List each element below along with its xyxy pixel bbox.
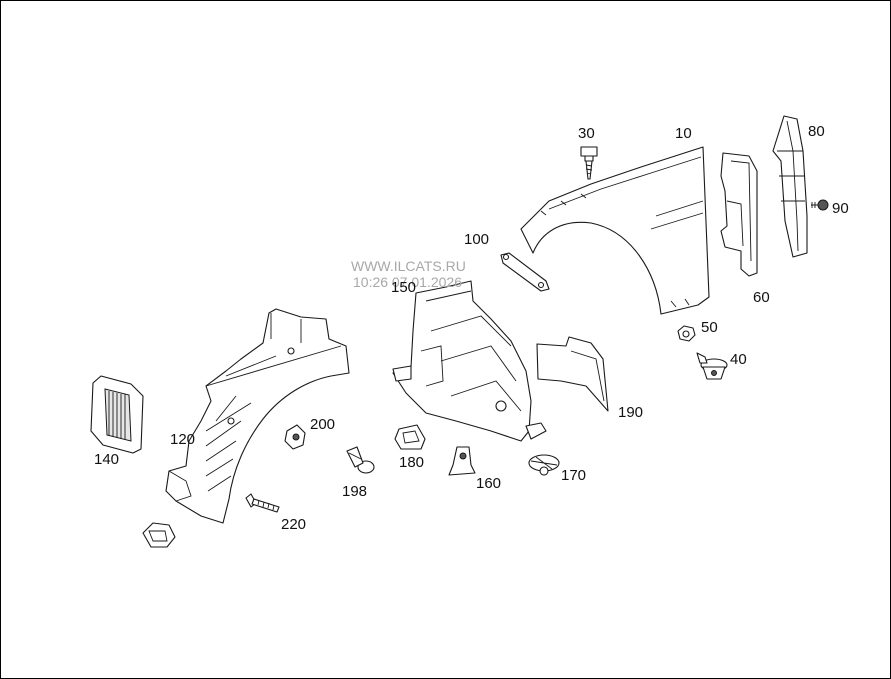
callout-90[interactable]: 90 [832,200,849,217]
watermark-timestamp: 10:26 07.01.2026 [353,274,462,290]
part-170-clip[interactable] [528,454,560,476]
part-150-liner[interactable] [392,280,547,442]
part-190-insulation[interactable] [536,336,609,412]
part-160-clip[interactable] [448,446,476,476]
part-50-nut[interactable] [677,325,696,342]
callout-200[interactable]: 200 [310,416,336,433]
part-60-seal[interactable] [720,152,758,277]
callout-140[interactable]: 140 [94,451,120,468]
part-120-liner[interactable] [165,308,350,524]
callout-220[interactable]: 220 [281,516,307,533]
part-220-screw[interactable] [245,493,280,513]
part-40-clip[interactable] [696,352,728,380]
liner-clip[interactable] [142,522,176,548]
callout-198[interactable]: 198 [342,483,368,500]
part-10-fender[interactable] [520,146,710,315]
part-80-strip[interactable] [772,115,808,258]
part-180-clip[interactable] [394,424,426,450]
part-90-screw[interactable] [811,199,829,211]
callout-30[interactable]: 30 [578,125,595,142]
part-30-bolt[interactable] [580,146,598,180]
callout-170[interactable]: 170 [561,467,587,484]
callout-120[interactable]: 120 [170,431,196,448]
callout-190[interactable]: 190 [618,404,644,421]
part-100-bracket[interactable] [500,252,550,292]
callout-50[interactable]: 50 [701,319,718,336]
part-200-grommet[interactable] [284,424,306,450]
callout-150[interactable]: 150 [391,279,417,296]
part-140-vent[interactable] [90,375,144,454]
part-198-rivet[interactable] [346,446,375,474]
callout-60[interactable]: 60 [753,289,770,306]
watermark-site: WWW.ILCATS.RU [351,258,466,274]
callout-160[interactable]: 160 [476,475,502,492]
callout-40[interactable]: 40 [730,351,747,368]
callout-180[interactable]: 180 [399,454,425,471]
callout-100[interactable]: 100 [464,231,490,248]
callout-10[interactable]: 10 [675,125,692,142]
callout-80[interactable]: 80 [808,123,825,140]
